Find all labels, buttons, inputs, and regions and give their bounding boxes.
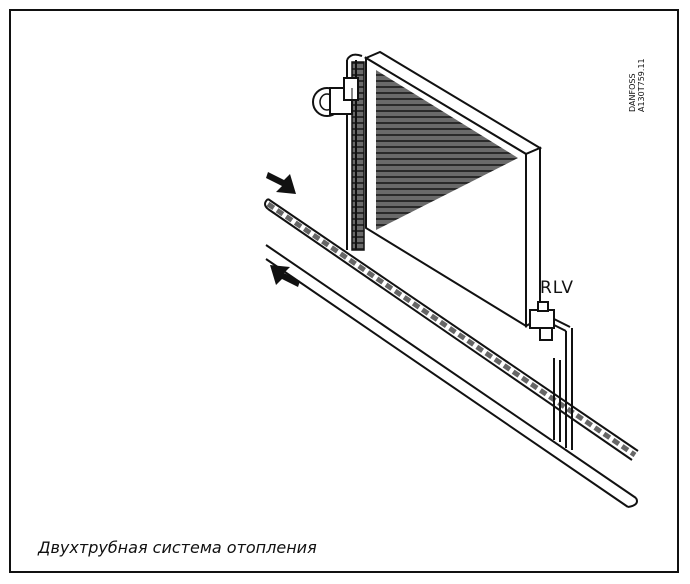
radiator bbox=[351, 50, 543, 328]
flow-in-arrow-icon bbox=[266, 172, 296, 194]
flow-out-arrow-icon bbox=[270, 265, 300, 287]
figure-caption: Двухтрубная система отопления bbox=[38, 538, 317, 557]
return-valve-icon bbox=[529, 301, 571, 341]
thermostat-head-icon bbox=[312, 77, 359, 117]
return-pipe bbox=[265, 244, 638, 508]
valve-label: RLV bbox=[540, 278, 575, 298]
manufacturer-stamp: DANFOSS A130T759.11 bbox=[628, 58, 646, 112]
return-drop bbox=[553, 328, 573, 450]
stamp-line2: A130T759.11 bbox=[637, 58, 646, 112]
stamp-line1: DANFOSS bbox=[628, 73, 637, 112]
